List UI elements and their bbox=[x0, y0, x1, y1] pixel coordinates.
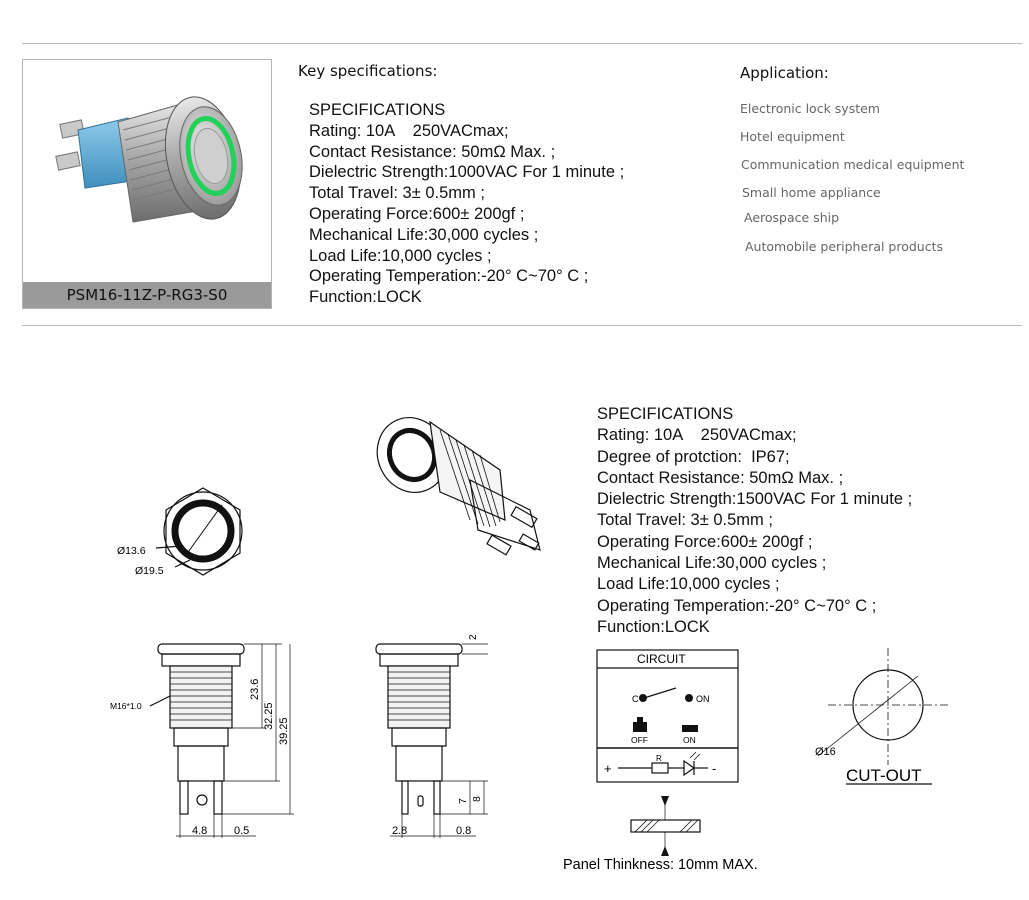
application-title: Application: bbox=[740, 64, 829, 82]
push-button-switch-image bbox=[55, 96, 243, 223]
key-spec-line: Mechanical Life:30,000 cycles ; bbox=[309, 225, 539, 244]
drawing-spec-line: Operating Force:600± 200gf ; bbox=[597, 532, 813, 551]
dim-39-25: 39.25 bbox=[278, 717, 290, 745]
application-item: Small home appliance bbox=[742, 185, 881, 200]
drawing-spec-line: Load Life:10,000 cycles ; bbox=[597, 575, 780, 594]
application-item: Aerospace ship bbox=[744, 210, 840, 225]
isometric-view bbox=[376, 417, 541, 556]
resistor-label: R bbox=[656, 754, 662, 763]
drawing-spec-line: Contact Resistance: 50mΩ Max. ; bbox=[597, 468, 844, 487]
circuit-on-label-2: ON bbox=[683, 735, 696, 745]
dim-2: 2 bbox=[468, 634, 479, 640]
dim-32-25: 32.25 bbox=[263, 702, 275, 730]
key-spec-line: Operating Force:600± 200gf ; bbox=[309, 204, 525, 223]
key-specs-list: SPECIFICATIONS Rating: 10A 250VACmax; Co… bbox=[309, 100, 624, 308]
drawing-spec-line: Mechanical Life:30,000 cycles ; bbox=[597, 554, 827, 573]
drawing-spec-line: Operating Temperation:-20° C~70° C ; bbox=[597, 596, 877, 615]
dim-8: 8 bbox=[471, 796, 483, 802]
dia-inner-label: Ø13.6 bbox=[117, 545, 146, 557]
product-model-caption: PSM16-11Z-P-RG3-S0 bbox=[23, 282, 271, 308]
thread-label: M16*1.0 bbox=[110, 701, 142, 711]
application-item: Communication medical equipment bbox=[741, 157, 965, 172]
cutout-label: CUT-OUT bbox=[846, 766, 922, 785]
application-item: Hotel equipment bbox=[740, 129, 845, 144]
plus-sign: + bbox=[604, 761, 612, 776]
key-spec-line: Total Travel: 3± 0.5mm ; bbox=[309, 184, 485, 203]
application-item: Electronic lock system bbox=[740, 101, 880, 116]
key-specs-title: Key specifications: bbox=[298, 62, 438, 80]
front-view-hex bbox=[165, 487, 241, 576]
drawing-spec-line: Degree of protction: IP67; bbox=[597, 447, 790, 466]
middle-divider bbox=[22, 325, 1022, 326]
circuit-title: CIRCUIT bbox=[637, 652, 686, 666]
key-spec-line: Function:LOCK bbox=[309, 288, 422, 307]
key-spec-line: Contact Resistance: 50mΩ Max. ; bbox=[309, 142, 556, 161]
circuit-off-label: OFF bbox=[631, 735, 648, 745]
key-spec-line: SPECIFICATIONS bbox=[309, 101, 446, 119]
panel-thickness-note: Panel Thinkness: 10mm MAX. bbox=[563, 857, 758, 873]
drawing-spec-line: Total Travel: 3± 0.5mm ; bbox=[597, 511, 773, 530]
circuit-box bbox=[596, 649, 739, 783]
key-spec-line: Dielectric Strength:1000VAC For 1 minute… bbox=[309, 163, 625, 182]
product-photo: PSM16-11Z-P-RG3-S0 bbox=[22, 59, 272, 309]
dim-23-6: 23.6 bbox=[249, 679, 261, 700]
dim-7: 7 bbox=[457, 798, 469, 804]
circuit-c-label: C bbox=[632, 694, 639, 704]
cutout-dia-label: Ø16 bbox=[815, 746, 836, 758]
dim-0-8: 0.8 bbox=[456, 825, 471, 837]
key-spec-line: Rating: 10A 250VACmax; bbox=[309, 121, 509, 140]
circuit-on-label: ON bbox=[696, 694, 710, 704]
drawing-specs-list: SPECIFICATIONS Rating: 10A 250VACmax; De… bbox=[597, 404, 912, 638]
top-divider bbox=[22, 43, 1022, 44]
drawing-spec-line: SPECIFICATIONS bbox=[597, 405, 734, 423]
application-item: Automobile peripheral products bbox=[745, 239, 944, 254]
key-spec-line: Load Life:10,000 cycles ; bbox=[309, 246, 492, 265]
key-spec-line: Operating Temperation:-20° C~70° C ; bbox=[309, 267, 589, 286]
minus-sign: - bbox=[712, 761, 716, 776]
dim-4-8: 4.8 bbox=[192, 825, 207, 837]
drawing-spec-line: Function:LOCK bbox=[597, 617, 710, 636]
drawing-spec-line: Dielectric Strength:1500VAC For 1 minute… bbox=[597, 490, 913, 509]
dim-0-5: 0.5 bbox=[234, 825, 249, 837]
drawing-spec-line: Rating: 10A 250VACmax; bbox=[597, 426, 797, 445]
dim-2-8: 2.8 bbox=[392, 825, 407, 837]
dia-outer-label: Ø19.5 bbox=[135, 565, 164, 577]
